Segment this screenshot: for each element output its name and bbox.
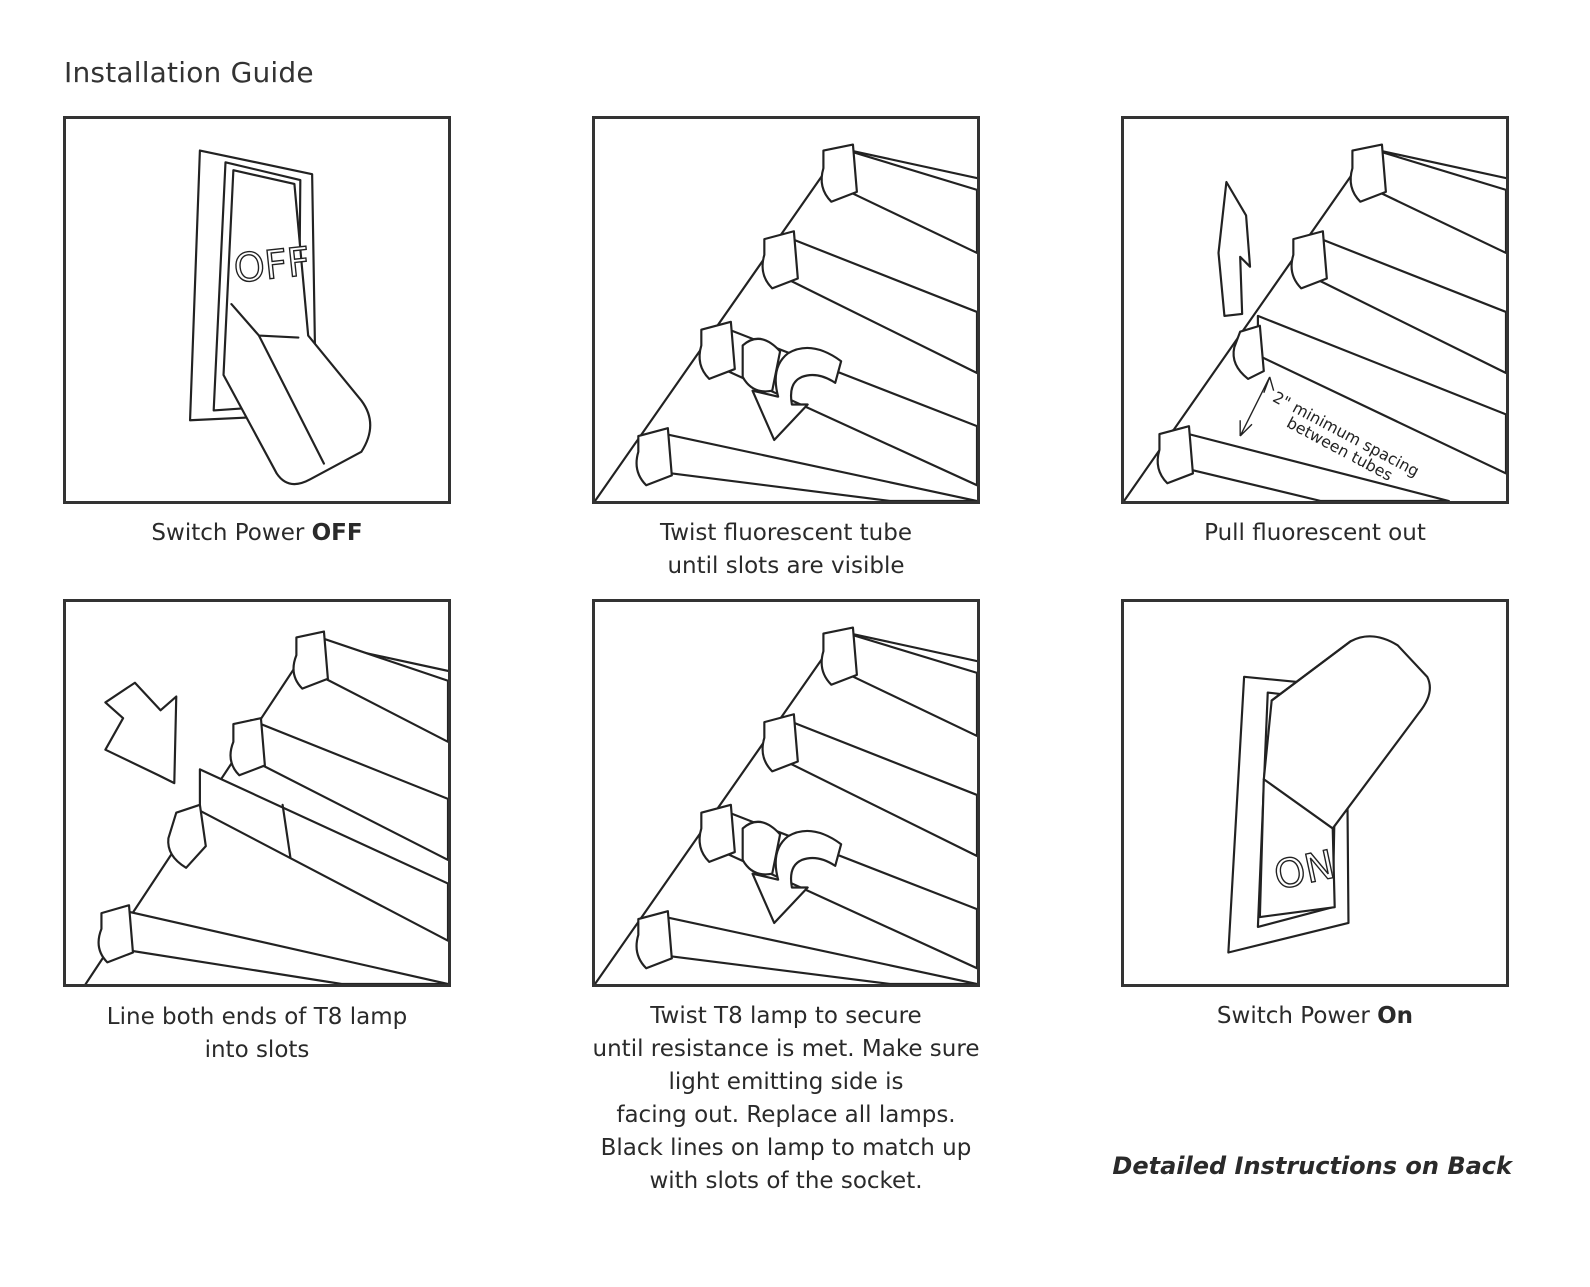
page-title: Installation Guide (64, 56, 314, 89)
spacing-indicator (1239, 376, 1275, 437)
switch-off-illustration: OFF (188, 149, 372, 486)
step-4-caption: Line both ends of T8 lamp into slots (106, 1004, 408, 1063)
twist-arrow-icon (751, 346, 843, 442)
switch-on-illustration: ON (1227, 635, 1431, 954)
step-2-panel (592, 116, 980, 504)
tube-row-4 (635, 427, 977, 501)
pull-out-illustration: 2" minimum spacing between tubes (1124, 143, 1506, 501)
tube-row-1 (820, 143, 977, 254)
twist-t8-illustration (595, 626, 977, 984)
up-arrow-icon (1217, 180, 1252, 317)
step-5-panel (592, 599, 980, 987)
tube-row-2 (761, 230, 977, 375)
line-up-lamp-illustration (84, 630, 448, 984)
step-3-panel: 2" minimum spacing between tubes (1121, 116, 1509, 504)
step-1-panel: OFF (63, 116, 451, 504)
step-6-panel: ON (1121, 599, 1509, 987)
step-6-caption: Switch Power On (1216, 1003, 1414, 1029)
switch-off-label: OFF (232, 239, 313, 293)
step-1-caption: Switch Power OFF (151, 520, 363, 546)
detailed-instructions-note: Detailed Instructions on Back (1112, 1152, 1512, 1180)
step-4-panel (63, 599, 451, 987)
step-5-caption: Twist T8 lamp to secure until resistance… (592, 1003, 980, 1194)
twist-tube-illustration (595, 143, 977, 501)
step-3-caption: Pull fluorescent out (1204, 520, 1426, 546)
step-2-caption: Twist fluorescent tube until slots are v… (659, 520, 913, 579)
diagonal-arrow-icon (104, 681, 178, 785)
twist-arrow-icon (751, 829, 843, 925)
